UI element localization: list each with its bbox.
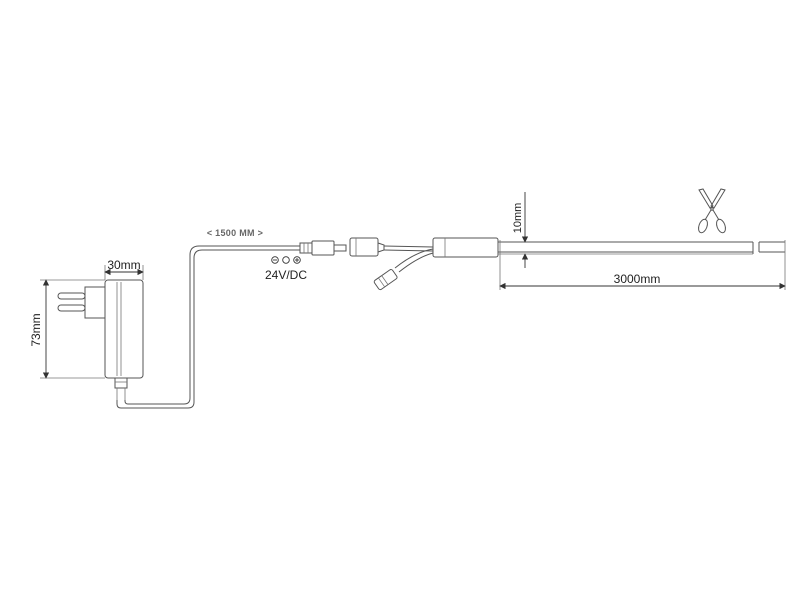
- cable-length-label: < 1500 MM >: [207, 228, 263, 238]
- strip-height-label: 10mm: [512, 203, 524, 234]
- adapter-width-dimension: 30mm: [104, 258, 144, 280]
- scissors-icon: [698, 188, 726, 234]
- plug-base: [84, 286, 105, 319]
- strip-height-dimension: 10mm: [512, 192, 529, 268]
- plug-icon: [57, 292, 86, 312]
- power-cable: [116, 245, 300, 409]
- cut-strip-piece: [758, 241, 785, 253]
- adapter-height-dimension: 73mm: [29, 279, 105, 379]
- adapter-body: [104, 279, 144, 379]
- dc-female-connector: [349, 237, 385, 257]
- polarity-icon: [271, 256, 301, 264]
- dc-male-plug: [299, 240, 347, 256]
- adapter-width-label: 30mm: [107, 258, 140, 272]
- strip-length-label: 3000mm: [614, 272, 661, 286]
- power-adapter: [57, 279, 144, 400]
- strain-relief: [114, 377, 128, 389]
- led-strip: [498, 241, 785, 255]
- controller-housing: [432, 237, 499, 258]
- adapter-height-label: 73mm: [29, 313, 43, 346]
- voltage-label: 24V/DC: [265, 268, 307, 282]
- strip-length-dimension: 3000mm: [499, 240, 786, 290]
- branch-connector: [373, 248, 434, 291]
